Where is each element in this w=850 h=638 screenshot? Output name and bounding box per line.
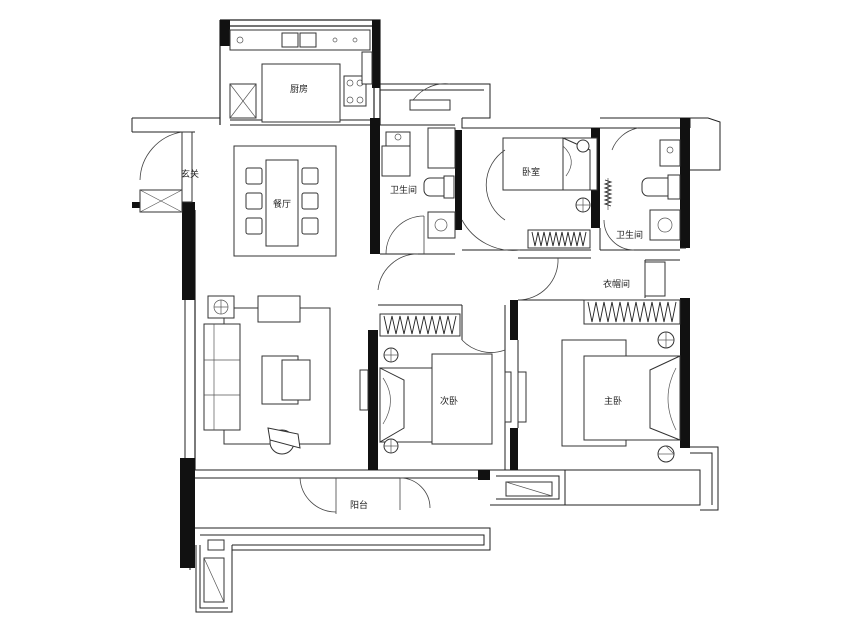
master-bedroom-furniture — [504, 331, 681, 463]
label-balcony: 阳台 — [350, 499, 368, 511]
label-kitchen: 厨房 — [290, 83, 308, 95]
kitchen-fixtures — [229, 29, 373, 123]
bedroom-furniture — [461, 137, 598, 251]
label-second-bedroom: 次卧 — [440, 395, 458, 407]
second-bedroom-furniture — [359, 313, 506, 454]
label-master-bedroom: 主卧 — [604, 395, 622, 407]
label-cloakroom: 衣帽间 — [603, 278, 630, 290]
room-labels: 厨房 玄关 餐厅 卫生间 卧室 卫生间 衣帽间 次卧 主卧 阳台 — [181, 83, 643, 511]
label-dining: 餐厅 — [273, 198, 291, 210]
label-bedroom: 卧室 — [522, 166, 540, 178]
doors — [377, 83, 451, 291]
cloakroom-fixtures — [517, 257, 681, 325]
dining-table-set — [233, 145, 337, 257]
label-bathroom-right: 卫生间 — [616, 229, 643, 241]
label-entrance: 玄关 — [181, 168, 199, 180]
entrance-fixtures — [139, 131, 193, 213]
bathroom-right-fixtures — [603, 127, 681, 251]
living-room-furniture — [203, 295, 331, 455]
label-bathroom-left: 卫生间 — [390, 184, 417, 196]
bathroom-left-fixtures — [381, 127, 456, 255]
balcony-fixtures — [203, 477, 553, 603]
